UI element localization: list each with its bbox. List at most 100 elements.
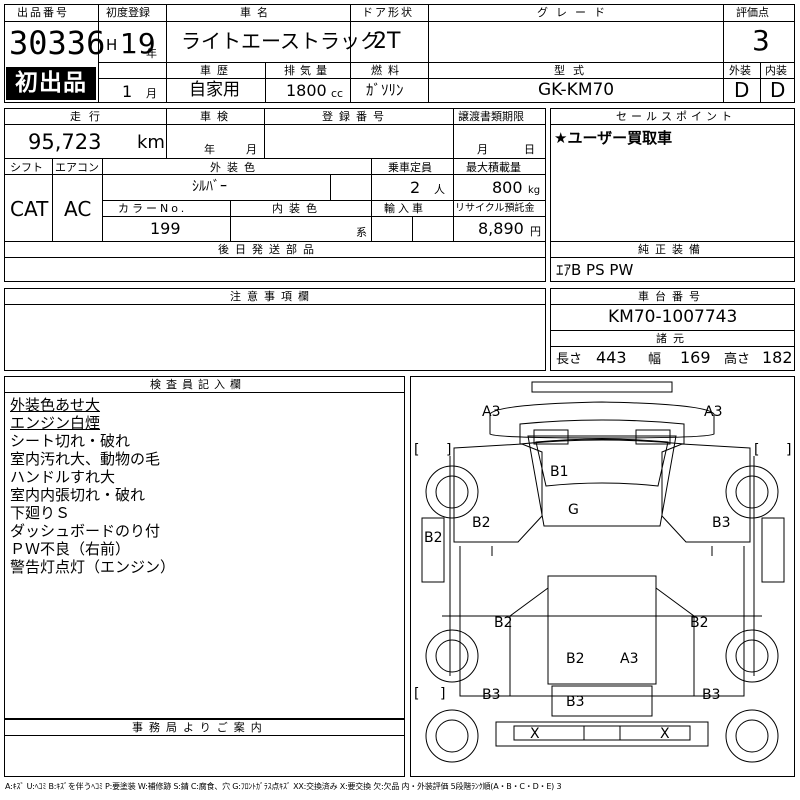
bracket-left-1: [ — [414, 442, 419, 458]
fuel-label: 燃料 — [371, 64, 405, 77]
score-label: 評価点 — [736, 6, 769, 19]
bracket-left-3: [ — [414, 686, 419, 702]
color-number-label: カラーNo. — [118, 202, 188, 215]
registration-month: 1 — [122, 82, 133, 101]
mark-b2-bed: B2 — [566, 651, 585, 667]
inspection-year-unit: 年 — [204, 143, 215, 156]
car-name: ライトエーストラック — [181, 29, 380, 53]
model: GK-KM70 — [538, 80, 615, 100]
width: 169 — [680, 348, 711, 367]
grade-label: グレード — [537, 6, 613, 19]
mark-a3-right: A3 — [704, 404, 722, 420]
inspector-line-2: エンジン白煙 — [10, 414, 101, 432]
later-parts-label: 後日発送部品 — [218, 243, 320, 256]
later-parts-box — [4, 241, 546, 282]
exterior-label: 外装 — [729, 64, 751, 77]
interior-color-unit: 系 — [356, 226, 367, 239]
mark-x-right: X — [660, 726, 670, 742]
length: 443 — [596, 348, 627, 367]
first-listing-badge: 初出品 — [6, 67, 96, 100]
chassis-box — [550, 288, 795, 371]
mark-b2-side: B2 — [424, 530, 443, 546]
sales-point: ★ユーザー買取車 — [554, 129, 673, 147]
inspector-line-4: 室内汚れ大、動物の毛 — [10, 450, 161, 468]
mileage: 95,723 — [28, 130, 102, 154]
equipment-box — [550, 241, 795, 282]
chassis-label: 車台番号 — [638, 290, 706, 303]
shift-label: シフト — [10, 161, 43, 174]
mark-b2-lower-left: B2 — [494, 615, 513, 631]
score: 3 — [752, 24, 770, 57]
transfer-day-unit: 日 — [524, 143, 535, 156]
interior-grade: D — [770, 78, 786, 102]
inspector-line-10: 警告灯点灯（エンジン） — [10, 558, 176, 576]
legend: A:ｷｽﾞ U:ﾍｺﾐ B:ｷｽﾞを伴うﾍｺﾐ P:要塗装 W:補修跡 S:錆 … — [5, 782, 562, 791]
displacement-label: 排気量 — [284, 64, 332, 77]
mark-b3-bottom-right: B3 — [702, 687, 721, 703]
office-label: 事務局よりご案内 — [132, 721, 268, 734]
vehicle-damage-diagram: [ ] [ ] [ ] A3 A3 B1 G B2 B2 B3 B2 B2 B2… — [414, 381, 791, 763]
year-unit: 年 — [146, 47, 157, 60]
bracket-right-3: ] — [440, 686, 445, 702]
inspector-label: 検査員記入欄 — [150, 378, 246, 391]
equipment-items: ｴｱB PS PW — [556, 261, 634, 279]
equipment-label: 純正装備 — [638, 243, 706, 256]
mark-x-left: X — [530, 726, 540, 742]
registration-year: 19 — [120, 27, 156, 60]
cc-unit: cc — [331, 87, 344, 100]
bracket-left-2: [ — [754, 442, 759, 458]
capacity: 2 — [410, 178, 421, 197]
import-label: 輸入車 — [384, 202, 426, 215]
mark-b3-right: B3 — [712, 515, 731, 531]
fuel: ｶﾞｿﾘﾝ — [366, 81, 404, 99]
width-label: 幅 — [648, 352, 662, 367]
kg-unit: kg — [528, 185, 541, 196]
shift: CAT — [10, 197, 49, 221]
history-label: 車歴 — [200, 64, 234, 77]
height: 182 — [762, 348, 793, 367]
exterior-grade: D — [734, 78, 750, 102]
month-unit: 月 — [146, 87, 157, 100]
mark-g: G — [568, 502, 579, 518]
chassis-number: KM70-1007743 — [608, 307, 738, 327]
door-type: 2T — [373, 29, 401, 54]
car-name-label: 車名 — [240, 6, 274, 19]
person-unit: 人 — [434, 183, 445, 196]
mileage-label: 走行 — [70, 110, 108, 123]
mark-b3-middle: B3 — [566, 694, 585, 710]
interior-color-label: 内装色 — [272, 202, 323, 215]
mark-a3-left: A3 — [482, 404, 500, 420]
inspector-line-5: ハンドルすれ大 — [10, 468, 116, 486]
notes-box — [4, 288, 546, 371]
aircon: AC — [64, 197, 92, 221]
history: 自家用 — [189, 80, 240, 100]
door-label: ドア形状 — [362, 6, 414, 19]
inspector-line-1: 外装色あせ大 — [10, 396, 101, 414]
inspector-line-3: シート切れ・破れ — [10, 432, 131, 450]
mark-b2-left: B2 — [472, 515, 491, 531]
inspector-line-9: ＰＷ不良（右前） — [10, 540, 131, 558]
sales-point-label: セールスポイント — [616, 110, 736, 123]
inspection-label: 車検 — [200, 110, 234, 123]
transfer-month-unit: 月 — [477, 143, 488, 156]
inspector-line-8: ダッシュボードのり付 — [10, 522, 161, 540]
yen-unit: 円 — [530, 225, 541, 238]
details-box — [4, 108, 546, 242]
inspection-month-unit: 月 — [246, 143, 257, 156]
inspector-box — [4, 376, 405, 719]
mark-b3-bottom-left: B3 — [482, 687, 501, 703]
office-box — [4, 719, 405, 777]
lot-number: 30336 — [9, 24, 106, 62]
mark-b1: B1 — [550, 464, 569, 480]
recycle-label: リサイクル預託金 — [455, 203, 535, 214]
specs-label: 諸元 — [656, 332, 690, 345]
header-box — [4, 4, 795, 103]
bracket-right-1: ] — [446, 442, 451, 458]
first-registration-label: 初度登録 — [106, 6, 150, 19]
lot-number-label: 出品番号 — [17, 6, 69, 19]
diagram-box — [410, 376, 795, 777]
km-unit: km — [137, 132, 165, 153]
max-load-label: 最大積載量 — [466, 161, 521, 174]
max-load: 800 — [492, 178, 523, 197]
capacity-label: 乗車定員 — [388, 161, 432, 174]
